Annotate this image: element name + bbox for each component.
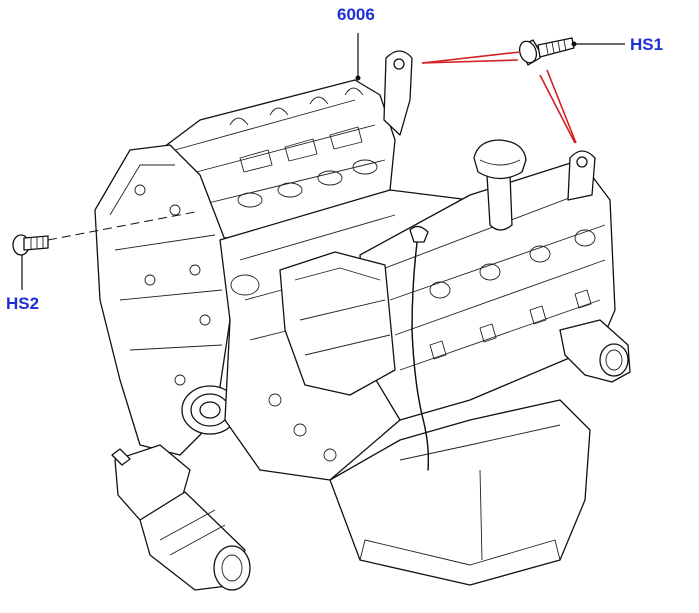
dipstick-tube <box>409 225 430 471</box>
hs2-indicator-dashed-line <box>47 211 196 241</box>
intake-plenum <box>279 251 396 396</box>
bolt-hs2-icon <box>12 234 49 256</box>
callout-label-hs1: HS1 <box>630 35 663 54</box>
oil-filter <box>111 444 251 591</box>
callout-label-hs2: HS2 <box>6 294 39 313</box>
lifting-bracket-upper <box>383 50 413 136</box>
left-cylinder-head <box>159 79 396 241</box>
oil-filler-cap <box>473 139 527 231</box>
lifting-bracket-lower <box>567 150 596 201</box>
callout-dot-6006 <box>355 75 361 81</box>
engine-assembly <box>94 50 631 591</box>
timing-cover <box>94 144 231 456</box>
callout-dot-hs1 <box>571 41 577 47</box>
oil-pan <box>329 399 591 586</box>
hs1-indicator-lines <box>421 51 577 144</box>
bolt-hs1-icon <box>518 37 575 66</box>
callout-label-engine: 6006 <box>337 5 375 24</box>
coolant-outlet <box>559 319 631 383</box>
